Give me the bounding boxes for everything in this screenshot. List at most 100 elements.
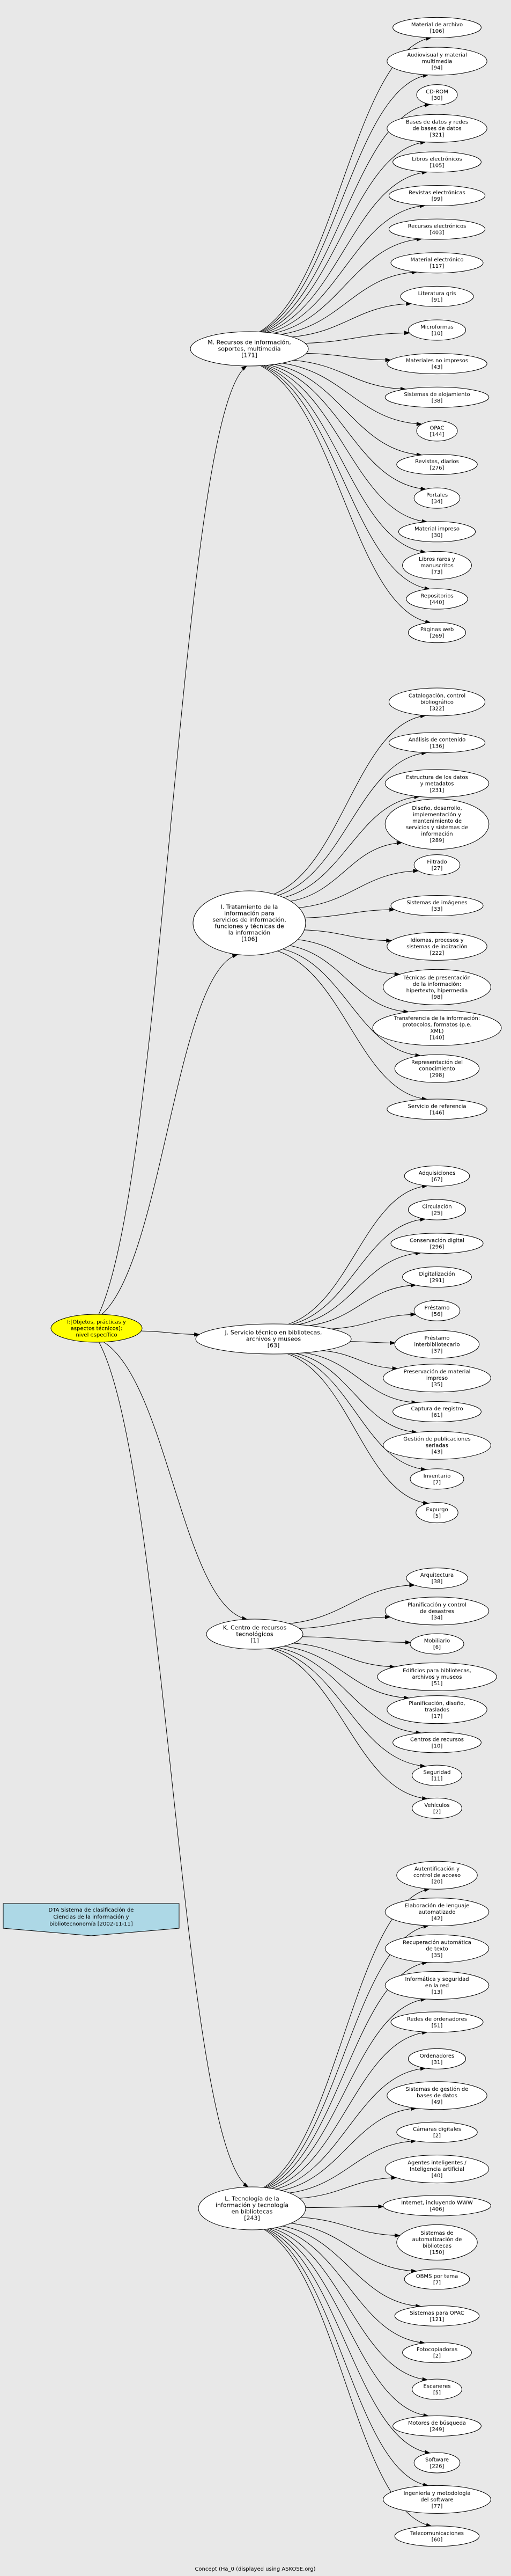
node-m-11-line-2: [43] — [432, 364, 443, 370]
node-m-3[interactable]: CD-ROM[30] — [416, 84, 458, 106]
hub-m[interactable]: M. Recursos de información,soportes, mul… — [190, 331, 309, 367]
hub-k-ellipse — [206, 1619, 303, 1650]
node-l-19-line-2: [60] — [432, 2537, 443, 2543]
node-m-16[interactable]: Material impreso[30] — [398, 521, 476, 543]
node-m-7[interactable]: Recursos electrónicos[403] — [388, 218, 486, 240]
node-m-13[interactable]: OPAC[144] — [416, 420, 458, 442]
hub-j-line-3: [63] — [268, 1342, 280, 1349]
node-l-15[interactable]: Escaneres[5] — [412, 2379, 462, 2400]
node-l-5[interactable]: Redes de ordenadores[51] — [390, 2011, 484, 2033]
edge-m-1 — [259, 37, 432, 332]
edge-m-10 — [305, 332, 410, 344]
node-m-1-ellipse — [392, 17, 482, 38]
node-j-11[interactable]: Expurgo[5] — [416, 1502, 458, 1524]
node-i-11[interactable]: Servicio de referencia[146] — [387, 1099, 487, 1120]
node-j-1-line-1: Adquisiciones — [419, 1170, 456, 1176]
node-k-4[interactable]: Edificios para bibliotecas,archivos y mu… — [377, 1662, 497, 1691]
hub-m-line-1: M. Recursos de información, — [208, 339, 291, 346]
node-m-5[interactable]: Libros electrónicos[105] — [392, 151, 482, 173]
node-k-7[interactable]: Seguridad[11] — [412, 1765, 462, 1786]
node-l-4-line-2: en la red — [425, 1983, 449, 1989]
node-j-8-line-1: Captura de registro — [411, 1406, 463, 1412]
node-l-17[interactable]: Software[226] — [413, 2452, 461, 2473]
node-k-6[interactable]: Centros de recursos[10] — [392, 1732, 482, 1753]
node-l-9[interactable]: Agentes inteligentes /Inteligencia artif… — [384, 2155, 490, 2184]
node-m-1[interactable]: Material de archivo[106] — [392, 17, 482, 38]
node-i-5[interactable]: Filtrado[27] — [413, 854, 461, 876]
node-l-19[interactable]: Telecomunicaciones[60] — [394, 2526, 480, 2547]
scheme-banner[interactable]: DTA Sistema de clasificación de Ciencias… — [3, 1903, 180, 1936]
node-m-6-line-2: [99] — [432, 196, 443, 202]
node-l-10[interactable]: Internet, incluyendo WWW[406] — [383, 2195, 491, 2216]
node-m-2-line-2: multimedia — [422, 58, 453, 64]
edge-m-17 — [263, 365, 426, 553]
node-m-8[interactable]: Material electrónico[117] — [390, 252, 484, 274]
node-m-12-line-2: [38] — [432, 398, 443, 404]
node-j-4[interactable]: Digitalización[291] — [402, 1267, 472, 1288]
node-m-15[interactable]: Portales[34] — [413, 487, 461, 509]
node-l-6[interactable]: Ordenadores[31] — [408, 2048, 466, 2069]
node-k-3[interactable]: Mobiliario[6] — [410, 1633, 464, 1655]
node-i-6[interactable]: Sistemas de imágenes[33] — [390, 895, 484, 916]
edge-k-2-arrowhead — [384, 1615, 391, 1620]
node-k-5[interactable]: Planificación, diseño,traslados[17] — [387, 1695, 487, 1724]
node-k-8[interactable]: Vehículos[2] — [412, 1797, 462, 1819]
node-m-16-line-2: [30] — [432, 532, 443, 538]
edge-m-18 — [262, 365, 430, 590]
node-l-8[interactable]: Cámaras digitales[2] — [396, 2121, 478, 2143]
node-l-7-line-1: Sistemas de gestión de — [406, 2086, 469, 2092]
node-i-2[interactable]: Análisis de contenido[136] — [388, 732, 486, 753]
node-l-12[interactable]: OBMS por tema[7] — [404, 2268, 470, 2290]
node-m-6[interactable]: Revistas electrónicas[99] — [388, 185, 486, 206]
node-i-9[interactable]: Transferencia de la información:protocol… — [372, 1009, 502, 1046]
node-j-10[interactable]: Inventario[7] — [410, 1468, 464, 1490]
node-k-2-line-3: [34] — [432, 1615, 443, 1621]
node-m-12[interactable]: Sistemas de alojamiento[38] — [384, 386, 490, 408]
node-i-6-line-2: [33] — [432, 906, 443, 912]
node-m-15-line-2: [34] — [432, 499, 443, 505]
node-m-19[interactable]: Páginas web[269] — [408, 622, 466, 643]
node-j-3[interactable]: Conservación digital[296] — [390, 1233, 484, 1254]
node-j-1[interactable]: Adquisiciones[67] — [404, 1165, 470, 1187]
node-m-10[interactable]: Microformas[10] — [408, 319, 466, 341]
node-m-18[interactable]: Repositorios[440] — [406, 588, 468, 610]
node-j-2[interactable]: Circulación[25] — [408, 1199, 466, 1220]
node-k-1[interactable]: Arquitectura[38] — [406, 1568, 468, 1589]
node-m-11[interactable]: Materiales no impresos[43] — [387, 353, 487, 375]
node-j-5[interactable]: Préstamo[56] — [413, 1300, 461, 1321]
hub-j[interactable]: J. Servicio técnico en bibliotecas,archi… — [195, 1323, 352, 1355]
node-i-4[interactable]: Diseño, desarrollo,implementación ymante… — [384, 799, 490, 850]
node-m-14[interactable]: Revistas, diarios[276] — [396, 454, 478, 475]
node-m-9[interactable]: Literatura gris[91] — [400, 286, 474, 307]
node-j-8[interactable]: Captura de registro[61] — [392, 1401, 482, 1422]
node-m-8-line-1: Material electrónico — [410, 257, 463, 263]
node-l-16[interactable]: Motores de búsqueda[249] — [392, 2416, 482, 2437]
node-l-13[interactable]: Sistemas para OPAC[121] — [394, 2305, 480, 2326]
edge-i-4-arrowhead — [396, 840, 403, 845]
node-l-2-line-3: [42] — [432, 1916, 443, 1922]
node-l-14[interactable]: Fotocopiadoras[2] — [402, 2342, 472, 2363]
